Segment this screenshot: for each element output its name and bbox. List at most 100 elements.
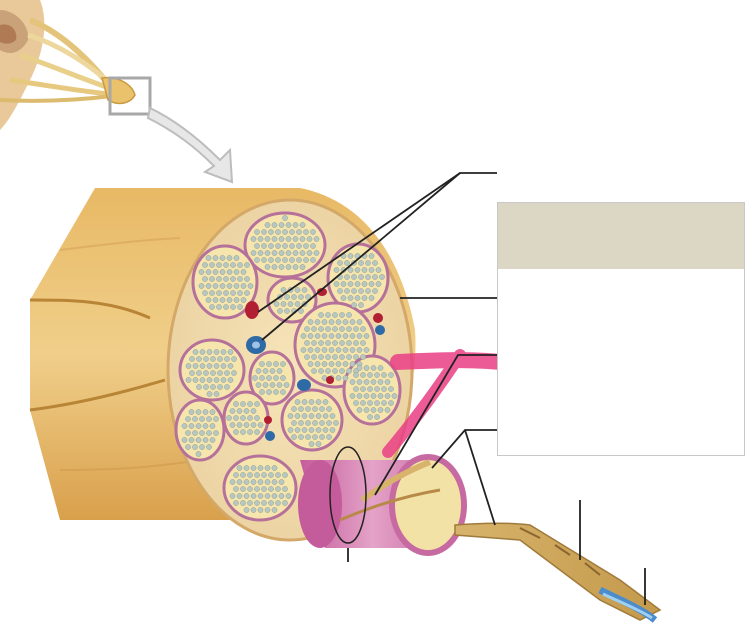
axon-dot <box>346 354 352 360</box>
axon-dot <box>268 243 274 249</box>
axon-dot <box>250 465 257 471</box>
axon-dot <box>209 437 216 443</box>
axon-dot <box>275 243 281 249</box>
axon-dot <box>312 406 318 412</box>
axon-dot <box>314 319 321 325</box>
axon-dot <box>283 382 290 388</box>
axon-dot <box>227 363 234 369</box>
axon-dot <box>192 416 198 422</box>
axon-dot <box>230 262 236 268</box>
axon-dot <box>185 377 192 383</box>
axon-dot <box>307 361 314 367</box>
axon-dot <box>192 430 198 436</box>
axon-dot <box>318 354 324 360</box>
axon-dot <box>192 377 199 383</box>
axon-dot <box>328 347 335 353</box>
axon-dot <box>372 260 378 266</box>
axon-dot <box>243 408 250 414</box>
axon-dot <box>203 370 209 376</box>
axon-dot <box>360 400 366 406</box>
axon-dot <box>356 379 363 385</box>
axon-dot <box>209 262 215 268</box>
axon-dot <box>305 420 311 426</box>
axon-dot <box>224 384 230 390</box>
axon-dot <box>370 407 377 413</box>
axon-dot <box>308 441 315 447</box>
axon-dot <box>273 301 280 307</box>
axon-dot <box>250 493 257 499</box>
axon-dot <box>243 479 250 485</box>
axon-dot <box>335 333 342 339</box>
axon-dot <box>360 326 366 332</box>
blood-vessels <box>245 288 385 441</box>
axon-dot <box>299 250 306 256</box>
axon-dot <box>206 416 212 422</box>
axon-dot <box>273 375 279 381</box>
axon-dot <box>315 441 322 447</box>
axon-dot <box>236 465 243 471</box>
axon-dot <box>271 222 278 228</box>
axon-dot <box>254 415 260 421</box>
axon-dot <box>213 377 220 383</box>
axon-dot <box>275 472 281 478</box>
axon-dot <box>356 319 363 325</box>
axon-dot <box>264 479 271 485</box>
axon-dot <box>212 297 219 303</box>
axon-dot <box>384 393 391 399</box>
axon-dot <box>210 356 216 362</box>
axon-dot <box>217 370 223 376</box>
axon-dot <box>367 386 373 392</box>
axon-dot <box>264 236 271 242</box>
axon-dot <box>335 361 342 367</box>
axon-dot <box>259 389 265 395</box>
axon-dot <box>381 400 387 406</box>
axon-dot <box>205 269 212 275</box>
axon-dot <box>333 267 340 273</box>
axon-dot <box>370 393 377 399</box>
axon-dot <box>223 262 229 268</box>
axon-dot <box>349 347 356 353</box>
axon-dot <box>358 274 364 280</box>
axon-dot <box>247 486 253 492</box>
axon-dot <box>285 236 292 242</box>
axon-dot <box>339 312 345 318</box>
axon-dot <box>276 368 283 374</box>
axon-dot <box>349 333 356 339</box>
axon-dot <box>261 472 267 478</box>
axon-dot <box>269 382 276 388</box>
axon-dot <box>213 416 219 422</box>
axon-dot <box>209 290 215 296</box>
axon-dot <box>198 269 205 275</box>
axon-dot <box>257 236 264 242</box>
axon-dot <box>339 354 345 360</box>
axon-dot <box>219 269 226 275</box>
axon-dot <box>261 229 267 235</box>
axon-dot <box>374 386 380 392</box>
axon-dot <box>219 255 226 261</box>
axon-dot <box>199 363 206 369</box>
axon-dot <box>243 493 250 499</box>
axon-dot <box>337 260 343 266</box>
axon-dot <box>217 384 223 390</box>
axon-dot <box>325 368 331 374</box>
axon-dot <box>294 287 301 293</box>
axon-dot <box>328 361 335 367</box>
axon-dot <box>271 264 278 270</box>
axon-dot <box>198 283 205 289</box>
axon-dot <box>203 384 209 390</box>
axon-dot <box>311 326 317 332</box>
axon-dot <box>240 429 246 435</box>
axon-dot <box>236 408 243 414</box>
axon-dot <box>322 399 329 405</box>
axon-dot <box>254 486 260 492</box>
axon-dot <box>202 290 208 296</box>
axon-dot <box>372 274 378 280</box>
axon-dot <box>384 379 391 385</box>
answer-box-header <box>498 203 744 269</box>
axon-dot <box>287 301 294 307</box>
axon-dot <box>247 472 253 478</box>
axon-dot <box>375 267 382 273</box>
axon-dot <box>261 243 267 249</box>
axon-dot <box>257 250 264 256</box>
